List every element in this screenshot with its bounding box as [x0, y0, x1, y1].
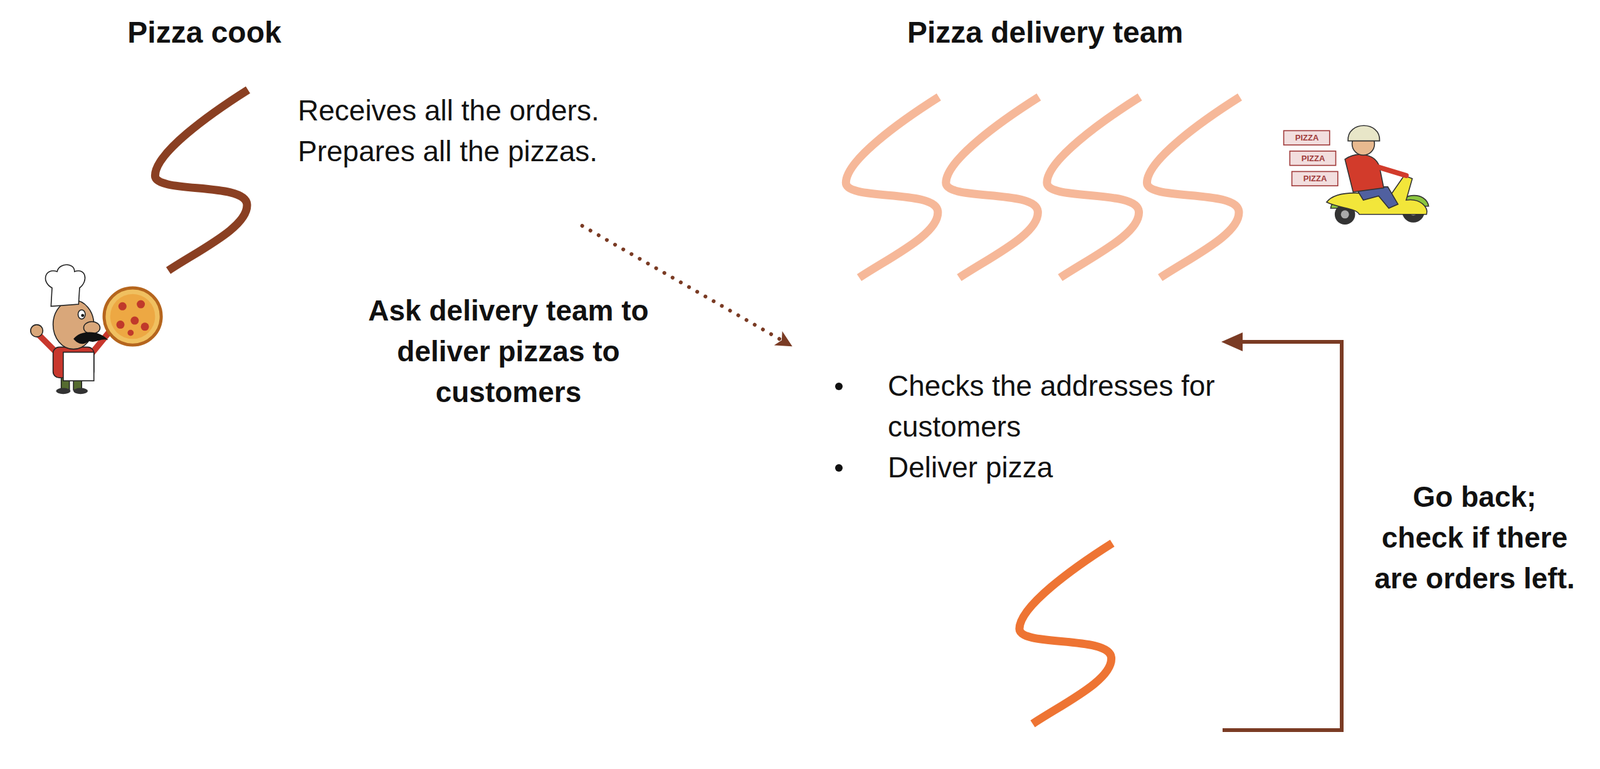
bullet-dot [835, 463, 843, 472]
delivery-thread [1047, 97, 1140, 278]
rider-torso [1344, 154, 1384, 192]
pepperoni [130, 316, 139, 325]
loop-bracket [1221, 332, 1342, 730]
chef-illustration [30, 264, 162, 394]
chef-hand [30, 324, 44, 338]
pepperoni [127, 329, 134, 337]
pepperoni [118, 302, 127, 311]
threads [154, 89, 1240, 724]
section-heading: Pizza cook [72, 14, 337, 51]
loop-line [1222, 341, 1342, 730]
chef-hat [45, 264, 86, 306]
chef-shoe [73, 387, 88, 394]
flow-arrow [582, 225, 790, 345]
pizza-box [1292, 171, 1338, 186]
chef-nose [83, 321, 100, 335]
bullet-item: Checks the addresses for customers [887, 365, 1277, 448]
pepperoni [116, 320, 125, 329]
chef-shoe [56, 387, 71, 394]
chef-pupil [80, 313, 85, 317]
edge-label: Ask delivery team to deliver pizzas to c… [351, 290, 666, 413]
loop-note: Go back; check if there are orders left. [1369, 476, 1580, 599]
bullet-list: Checks the addresses for customersDelive… [789, 344, 1277, 495]
pepperoni [136, 300, 145, 309]
box-print: PIZZA [1284, 130, 1330, 145]
pizza-cheese [110, 294, 156, 340]
delivery-thread [946, 97, 1039, 278]
cook-thread [154, 89, 248, 271]
box-print: PIZZA [1292, 171, 1338, 186]
pepperoni [141, 322, 150, 331]
bullet-dot [835, 382, 843, 390]
pizza-box [1284, 130, 1330, 145]
text-block: Receives all the orders. Prepares all th… [297, 90, 649, 226]
chef-mustache [73, 332, 108, 345]
scooter-hub [1341, 210, 1350, 219]
box-print: PIZZA [1290, 151, 1337, 166]
section-heading: Pizza delivery team [844, 14, 1246, 51]
delivery-thread [1146, 97, 1240, 278]
bullet-item: Deliver pizza [887, 447, 1277, 488]
pizza [104, 287, 162, 345]
rider-helmet [1347, 125, 1380, 141]
rider-arm [1372, 165, 1407, 176]
pizza-box [1289, 151, 1336, 166]
chef-eye [78, 309, 86, 320]
delivery-illustration [1284, 125, 1429, 225]
delivery-thread [845, 97, 939, 278]
active-thread [1019, 542, 1113, 724]
body-text: Receives all the orders. Prepares all th… [297, 90, 649, 172]
chef-apron [63, 352, 95, 382]
loop-arrowhead [1221, 332, 1243, 352]
